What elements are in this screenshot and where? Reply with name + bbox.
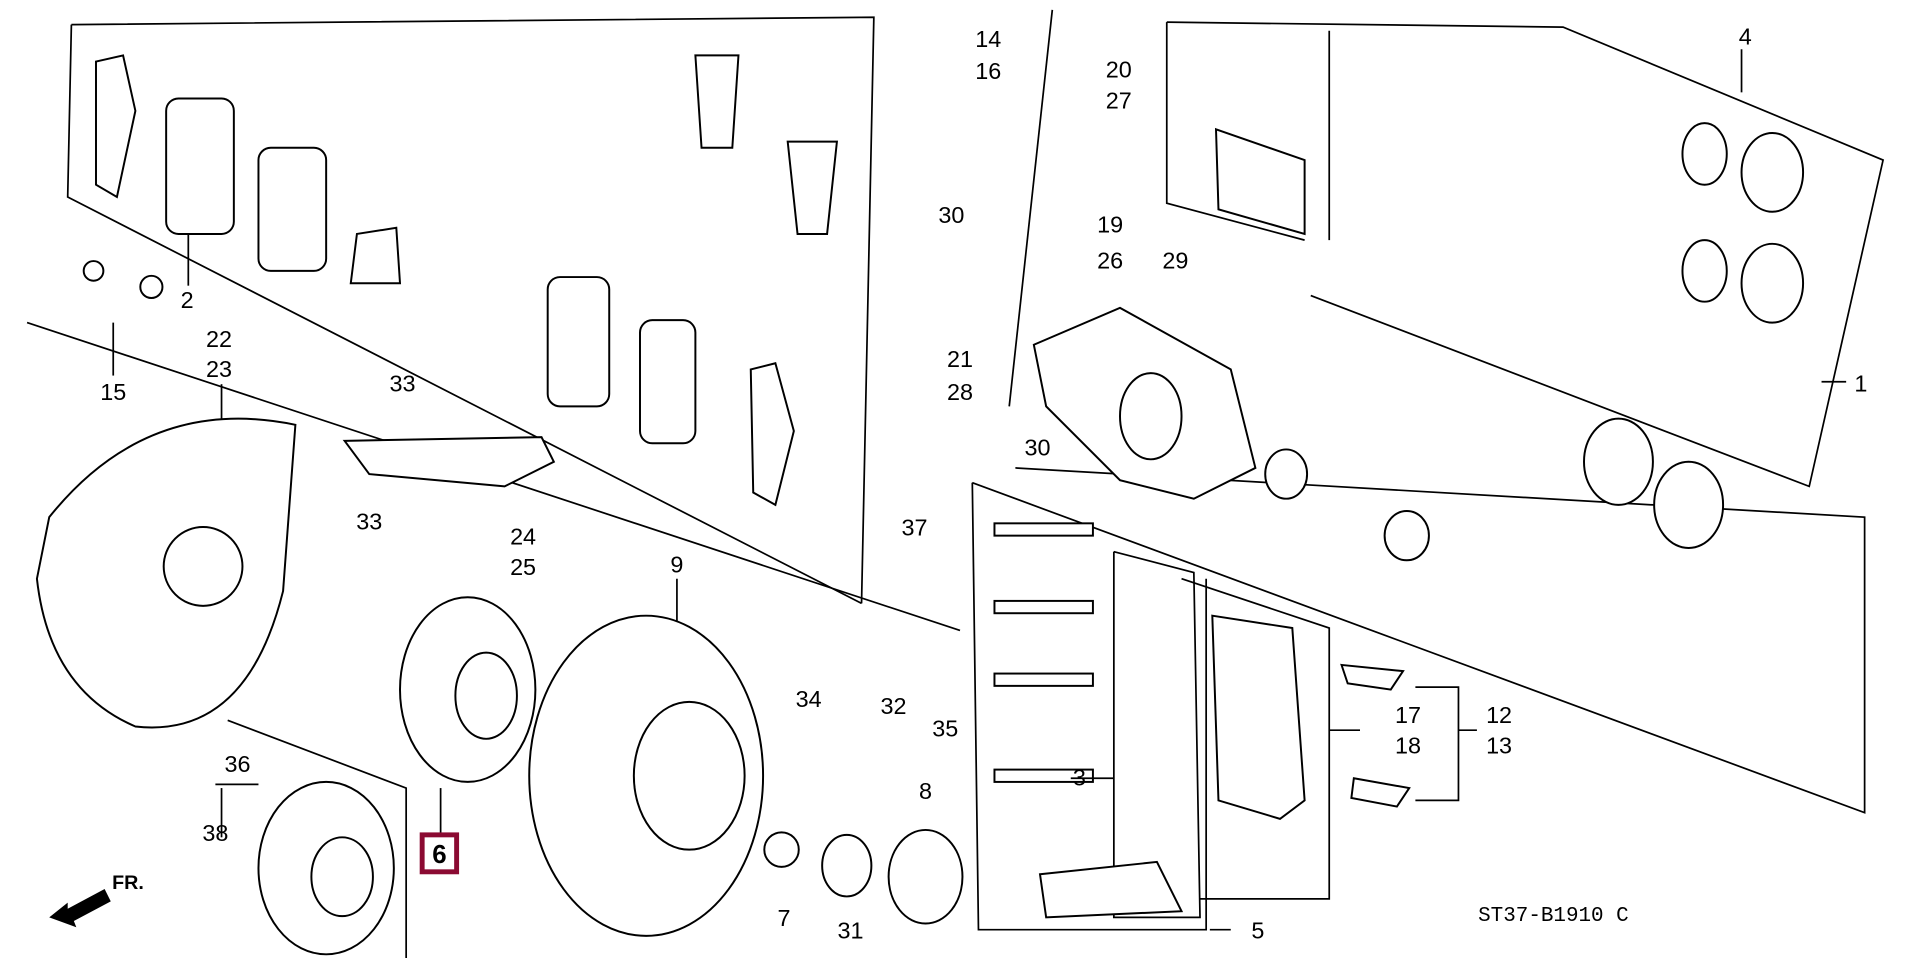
label-8[interactable]: 8 [919,778,932,804]
label-24[interactable]: 24 [510,523,536,549]
parts [35,54,1805,956]
label-1[interactable]: 1 [1854,371,1867,397]
label-6[interactable]: 6 [432,841,446,869]
leader-lines [112,49,1847,931]
label-4[interactable]: 4 [1739,23,1752,49]
label-5[interactable]: 5 [1251,917,1264,943]
label-14[interactable]: 14 [975,26,1001,52]
direction-label: FR. [112,872,144,894]
label-36[interactable]: 36 [225,751,251,777]
label-17[interactable]: 17 [1395,702,1421,728]
label-3[interactable]: 3 [1073,765,1086,791]
label-32[interactable]: 32 [881,693,907,719]
diagram-code: ST37-B1910 C [1478,905,1629,928]
label-26[interactable]: 26 [1097,247,1123,273]
label-15[interactable]: 15 [100,379,126,405]
label-9[interactable]: 9 [670,552,683,578]
label-12[interactable]: 12 [1486,702,1512,728]
label-22[interactable]: 22 [206,326,232,352]
label-20[interactable]: 20 [1106,57,1132,83]
label-27[interactable]: 27 [1106,87,1132,113]
label-35[interactable]: 35 [932,715,958,741]
label-25[interactable]: 25 [510,554,536,580]
front-direction-arrow-icon [49,889,111,928]
label-7[interactable]: 7 [777,905,790,931]
label-34[interactable]: 34 [796,686,822,712]
label-2[interactable]: 2 [181,287,194,313]
label-16[interactable]: 16 [975,58,1001,84]
label-19[interactable]: 19 [1097,212,1123,238]
label-29[interactable]: 29 [1162,247,1188,273]
label-30-top[interactable]: 30 [938,202,964,228]
label-37[interactable]: 37 [901,515,927,541]
label-33-bottom[interactable]: 33 [356,508,382,534]
label-31[interactable]: 31 [837,917,863,943]
label-18[interactable]: 18 [1395,733,1421,759]
label-30-bottom[interactable]: 30 [1025,435,1051,461]
label-28[interactable]: 28 [947,379,973,405]
highlight-box-6 [419,832,460,875]
part-labels: 1 2 3 4 5 6 7 8 9 12 13 14 15 16 17 18 1… [100,23,1867,943]
label-13[interactable]: 13 [1486,733,1512,759]
label-21[interactable]: 21 [947,346,973,372]
label-33-top[interactable]: 33 [389,371,415,397]
label-38[interactable]: 38 [202,820,228,846]
label-23[interactable]: 23 [206,356,232,382]
